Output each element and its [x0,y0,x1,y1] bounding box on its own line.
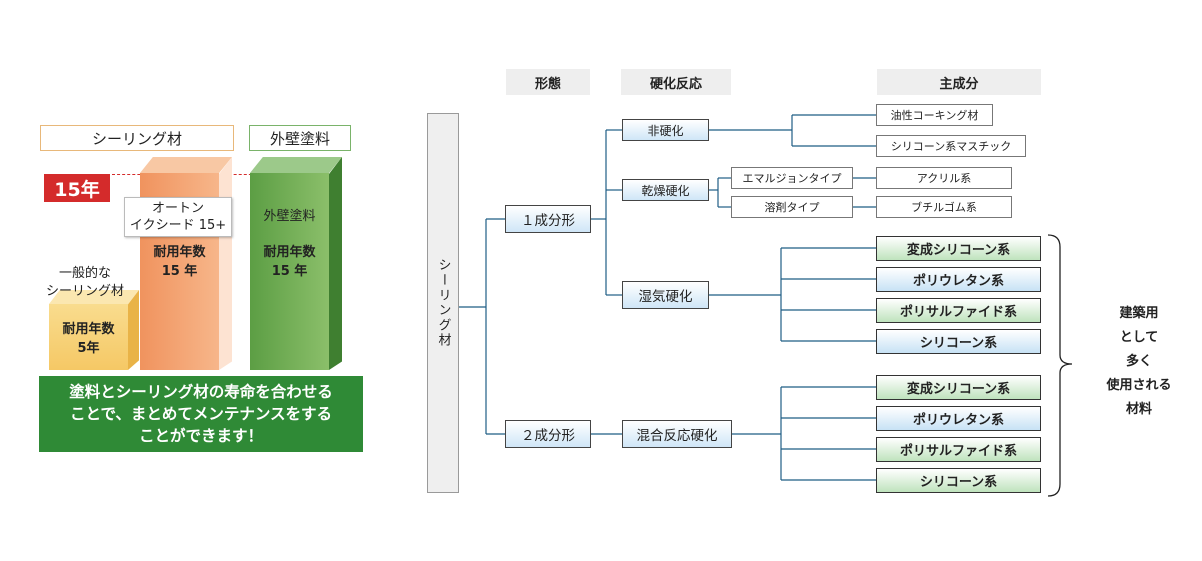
node-two-part-label: ２成分形 [521,428,575,444]
node-non-cure: 非硬化 [622,119,709,141]
moist-material-1-label: 変成シリコーン系 [906,243,1011,258]
material-oil-caulk-label: 油性コーキング材 [890,109,979,122]
summary-banner: 塗料とシーリング材の寿命を合わせる ことで、まとめてメンテナンスをする ことがで… [39,376,363,452]
moist-material-1: 変成シリコーン系 [876,236,1041,261]
mix-material-4: シリコーン系 [876,468,1041,493]
node-dry-cure-label: 乾燥硬化 [641,183,690,198]
node-emulsion-type: エマルジョンタイプ [731,167,853,189]
node-solvent-type: 溶剤タイプ [731,196,853,218]
node-mix-cure-label: 混合反応硬化 [636,428,718,444]
paint-bar-top [250,157,342,173]
material-acrylic-label: アクリル系 [916,172,972,185]
node-two-part: ２成分形 [505,420,591,448]
mix-material-2-label: ポリウレタン系 [912,413,1004,428]
mix-material-1: 変成シリコーン系 [876,375,1041,400]
node-solvent-type-label: 溶剤タイプ [764,201,820,214]
general-bar-side [128,290,139,370]
node-one-part-label: １成分形 [521,213,575,229]
general-sealing-bar: 耐用年数 5年 [49,290,139,370]
moist-material-4: シリコーン系 [876,329,1041,354]
header-cure: 硬化反応 [621,69,731,95]
fifteen-year-badge-label: 15年 [54,178,100,201]
root-sealing-material: シーリング材 [427,113,459,493]
mix-material-4-label: シリコーン系 [919,475,998,490]
moist-material-4-label: シリコーン系 [919,336,998,351]
exterior-paint-tag: 外壁塗料 [249,125,351,151]
paint-bar-text: 耐用年数 15 年 [263,245,316,279]
grouping-brace [1047,234,1073,497]
header-main-label: 主成分 [939,76,979,92]
general-bar-front [49,304,128,370]
product-bar-text: 耐用年数 15 年 [153,245,206,279]
material-oil-caulk: 油性コーキング材 [876,104,993,126]
mix-material-2: ポリウレタン系 [876,406,1041,431]
header-form: 形態 [506,69,590,95]
product-name-box: オートン イクシード 15+ [124,197,232,237]
header-main: 主成分 [877,69,1041,95]
header-form-label: 形態 [534,76,561,92]
node-moist-cure-label: 湿気硬化 [638,289,693,305]
material-acrylic: アクリル系 [876,167,1012,189]
node-one-part: １成分形 [505,205,591,233]
node-moist-cure: 湿気硬化 [622,281,709,309]
node-non-cure-label: 非硬化 [647,123,684,138]
fifteen-year-badge: 15年 [44,174,110,202]
mix-material-3-label: ポリサルファイド系 [899,444,1017,459]
exterior-paint-tag-label: 外壁塗料 [269,129,330,148]
moist-material-3-label: ポリサルファイド系 [899,305,1017,320]
node-dry-cure: 乾燥硬化 [622,179,709,201]
root-label: シーリング材 [435,258,451,348]
mix-material-1-label: 変成シリコーン系 [906,382,1011,397]
sealing-material-tag-label: シーリング材 [91,129,182,148]
construction-use-note: 建築用 として 多く 使用される 材料 [1106,306,1172,417]
summary-banner-text: 塗料とシーリング材の寿命を合わせる ことで、まとめてメンテナンスをする ことがで… [69,383,333,445]
paint-bar-title: 外壁塗料 [263,209,316,224]
general-sealing-label: 一般的な シーリング材 [45,266,124,299]
general-bar-top [49,290,139,304]
node-mix-cure: 混合反応硬化 [622,420,732,448]
sealing-material-tag: シーリング材 [40,125,234,151]
general-bar-text: 耐用年数 5年 [62,322,115,356]
paint-bar-front [250,173,329,370]
material-butyl-label: ブチルゴム系 [911,201,977,214]
exterior-paint-bar: 外壁塗料 耐用年数 15 年 [250,157,342,370]
paint-bar-side [329,157,342,370]
node-emulsion-type-label: エマルジョンタイプ [742,172,842,185]
mix-material-3: ポリサルファイド系 [876,437,1041,462]
moist-material-2: ポリウレタン系 [876,267,1041,292]
product-name-label: オートン イクシード 15+ [129,201,227,233]
header-cure-label: 硬化反応 [649,76,702,92]
moist-material-2-label: ポリウレタン系 [912,274,1004,289]
material-butyl: ブチルゴム系 [876,196,1012,218]
product-bar-top [140,157,232,173]
material-silicone-mastic-label: シリコーン系マスチック [890,140,1012,153]
material-silicone-mastic: シリコーン系マスチック [876,135,1026,157]
moist-material-3: ポリサルファイド系 [876,298,1041,323]
